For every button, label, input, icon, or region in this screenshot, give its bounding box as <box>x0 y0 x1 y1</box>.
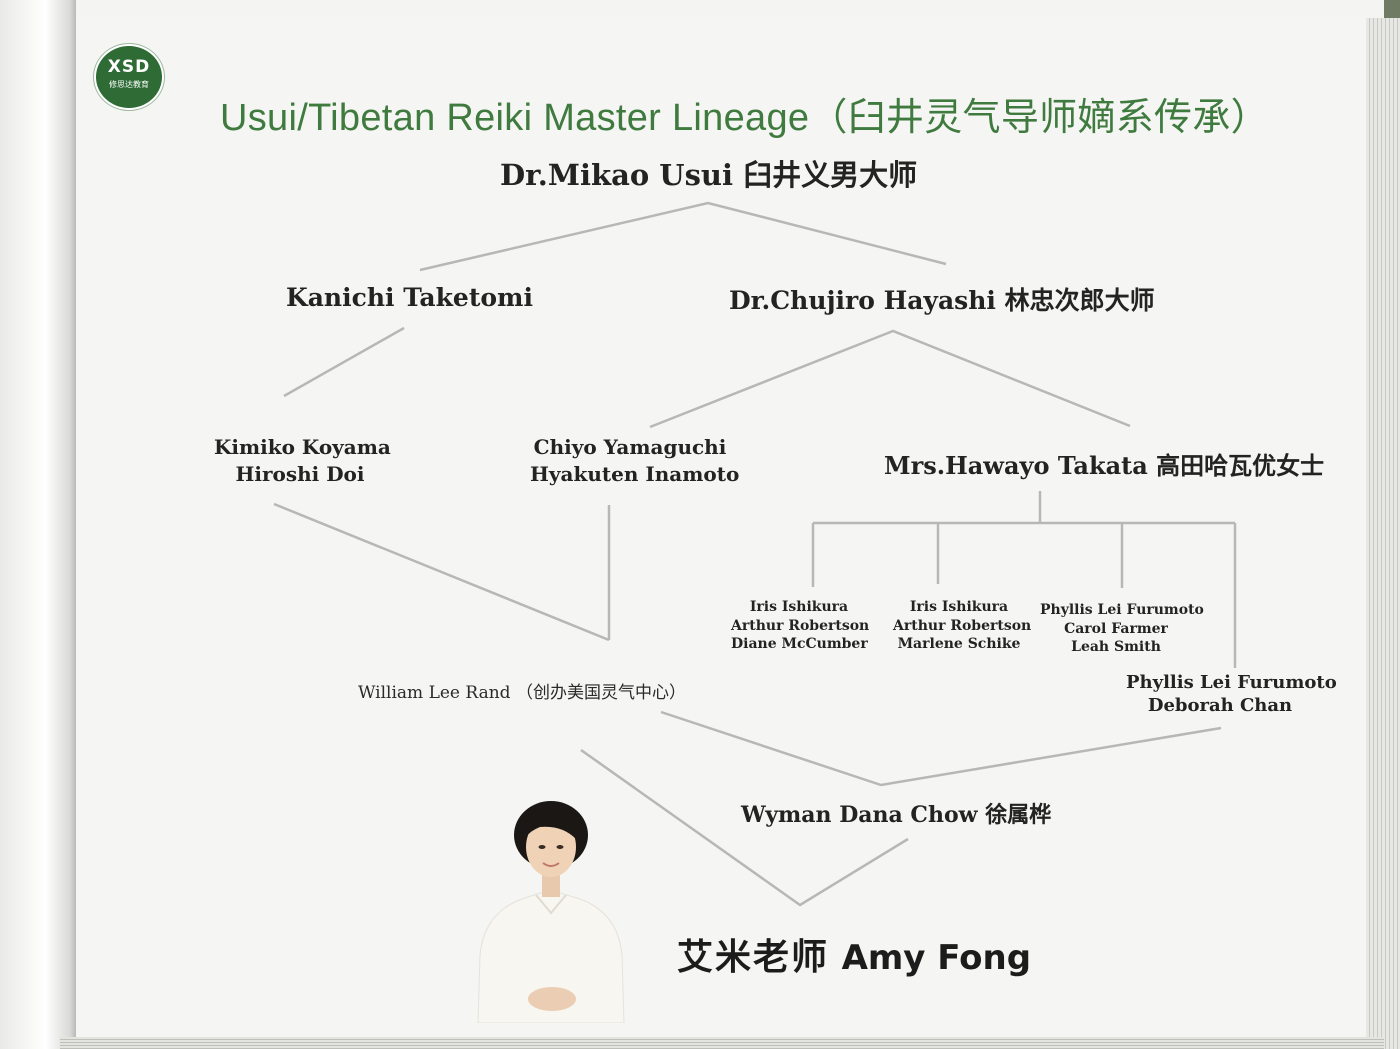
node-yamaguchi-inamoto: Chiyo Yamaguchi Hyakuten Inamoto <box>530 434 740 488</box>
node-mikao-usui: Dr.Mikao Usui 臼井义男大师 <box>500 158 918 192</box>
face-shape <box>526 817 576 877</box>
page-edges-bottom <box>60 1037 1384 1049</box>
node-line: Leah Smith <box>1071 639 1161 655</box>
neck-shape <box>542 873 560 897</box>
node-line: Deborah Chan <box>1147 695 1293 716</box>
connector-koyama-rand <box>273 502 610 642</box>
node-line: Phyllis Lei Furumoto <box>1126 672 1337 693</box>
teacher-name-cn: 艾米老师 <box>677 936 830 978</box>
logo-text: 修思达教育 <box>109 80 149 89</box>
node-line: Hyakuten Inamoto <box>530 462 740 486</box>
node-line: Arthur Robertson <box>731 617 870 634</box>
node-chujiro-hayashi: Dr.Chujiro Hayashi 林忠次郎大师 <box>729 286 1155 315</box>
teacher-signature: 艾米老师 Amy Fong <box>677 928 1031 980</box>
page-edges-right <box>1366 18 1400 1049</box>
node-line: Kimiko Koyama <box>214 435 391 459</box>
node-line: Diane McCumber <box>731 636 868 652</box>
teacher-photo <box>477 801 625 1023</box>
node-line: Chiyo Yamaguchi <box>533 435 727 459</box>
smile <box>542 862 560 867</box>
xsd-logo-icon: XSD 修思达教育 <box>96 46 162 108</box>
node-wyman-dana-chow: Wyman Dana Chow 徐属桦 <box>741 802 1052 828</box>
node-hawayo-takata: Mrs.Hawayo Takata 高田哈瓦优女士 <box>884 451 1325 480</box>
teacher-name-en: Amy Fong <box>841 938 1032 978</box>
book-gutter <box>0 0 76 1049</box>
connector-hayashi-children <box>649 329 1131 429</box>
eye-left <box>538 845 546 849</box>
node-line: Iris Ishikura <box>749 599 849 615</box>
connector-to-fong <box>580 748 909 907</box>
node-william-lee-rand: William Lee Rand （创办美国灵气中心） <box>358 683 686 703</box>
node-line: Marlene Schike <box>897 636 1021 652</box>
logo-mark: XSD <box>107 57 151 77</box>
node-line: Hiroshi Doi <box>235 462 365 486</box>
hands <box>528 987 576 1011</box>
node-line: Iris Ishikura <box>909 599 1009 615</box>
node-group-2: Iris Ishikura Arthur Robertson Marlene S… <box>893 598 1032 654</box>
node-group-3: Phyllis Lei Furumoto Carol Farmer Leah S… <box>1040 601 1204 657</box>
node-koyama-doi: Kimiko Koyama Hiroshi Doi <box>214 434 391 488</box>
page-title: Usui/Tibetan Reiki Master Lineage（臼井灵气导师… <box>220 97 1269 139</box>
hair-fringe <box>526 812 577 839</box>
connector-taketomi-koyama <box>283 326 405 398</box>
connector-usui-children <box>419 201 947 272</box>
connector-to-chow <box>660 710 1222 787</box>
node-furumoto-chan: Phyllis Lei Furumoto Deborah Chan <box>1126 671 1337 717</box>
node-line: Carol Farmer <box>1064 620 1168 637</box>
node-line: Arthur Robertson <box>893 617 1032 634</box>
node-kanichi-taketomi: Kanichi Taketomi <box>286 283 534 312</box>
collar <box>535 894 567 915</box>
node-line: Phyllis Lei Furumoto <box>1040 602 1204 618</box>
eye-right <box>556 845 564 849</box>
slide-area <box>76 16 1366 1038</box>
node-group-1: Iris Ishikura Arthur Robertson Diane McC… <box>731 598 870 654</box>
